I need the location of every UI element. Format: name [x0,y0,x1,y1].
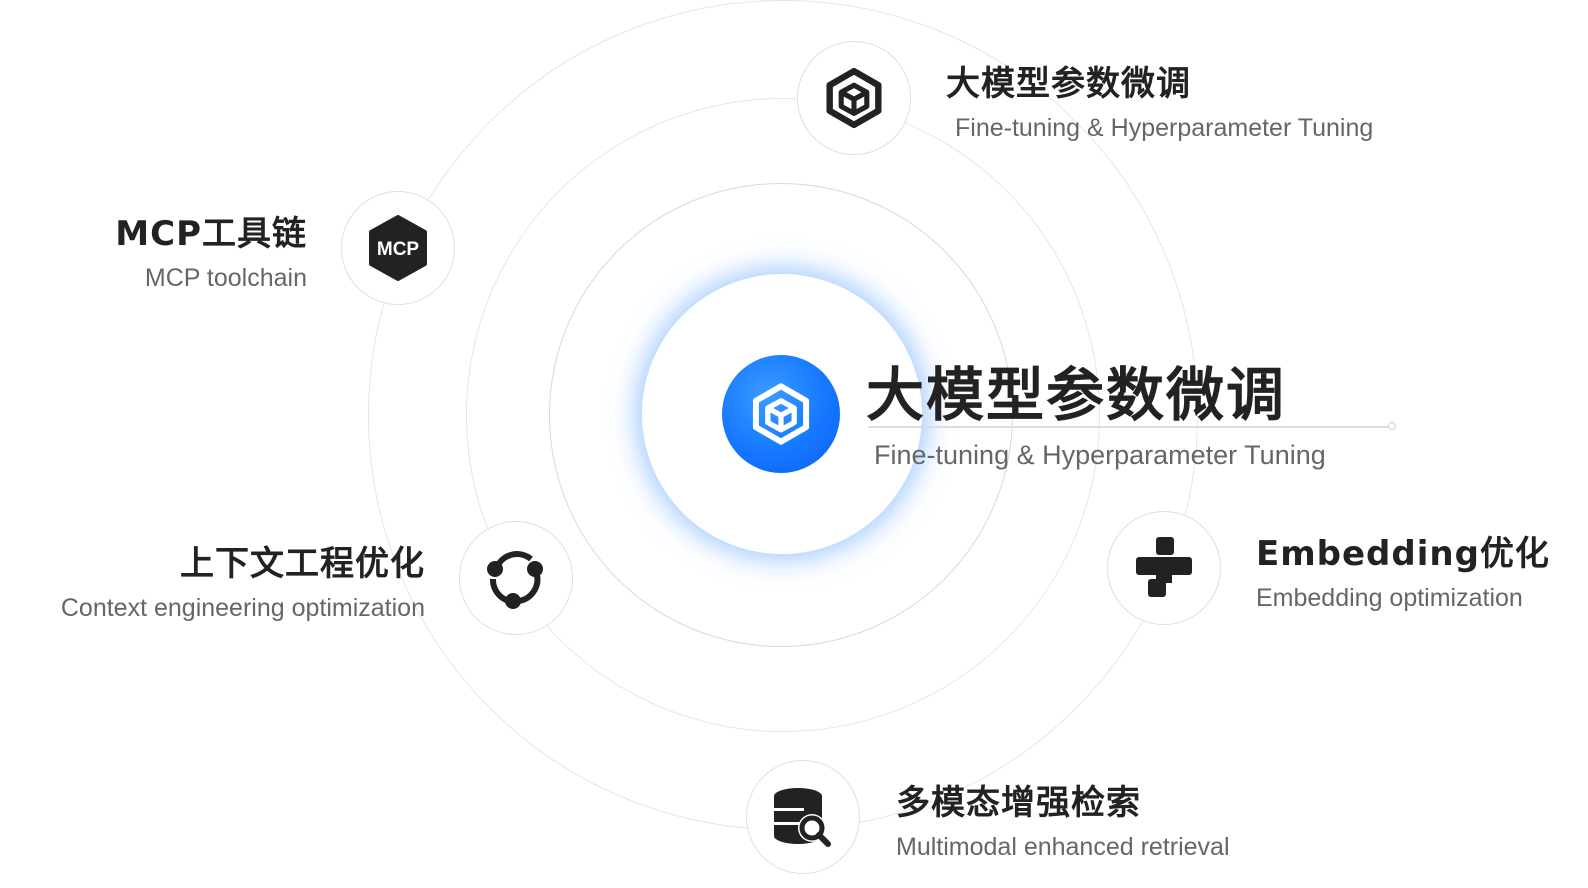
cube-icon [752,383,810,445]
database-search-icon [774,788,831,847]
center-badge [722,355,840,473]
node-embedding[interactable] [1107,511,1221,625]
blocks-icon [1136,537,1192,597]
mcp-icon: MCP [369,215,427,281]
orbit-ring-middle [466,98,1100,732]
node-fine-tuning[interactable] [797,41,911,155]
node-retrieval[interactable] [746,760,860,874]
node-mcp[interactable]: MCP [341,191,455,305]
orbit-ring-inner [549,183,1013,647]
node-context-subtitle: Context engineering optimization [60,594,425,622]
center-divider-dot [1388,422,1396,430]
node-embedding-title: Embedding优化 [1256,534,1550,574]
node-fine-tuning-title: 大模型参数微调 [946,64,1191,104]
center-subtitle: Fine-tuning & Hyperparameter Tuning [874,440,1326,470]
node-retrieval-title: 多模态增强检索 [896,783,1141,823]
node-mcp-subtitle: MCP toolchain [144,264,307,292]
node-fine-tuning-subtitle: Fine-tuning & Hyperparameter Tuning [955,114,1374,142]
share-nodes-icon [487,551,543,609]
mcp-icon-text: MCP [377,239,420,260]
node-retrieval-subtitle: Multimodal enhanced retrieval [896,833,1230,861]
node-mcp-title: MCP工具链 [115,214,307,254]
center-title: 大模型参数微调 [866,361,1287,429]
node-context-title: 上下文工程优化 [180,544,425,584]
node-embedding-subtitle: Embedding optimization [1256,584,1523,612]
center-divider [868,426,1390,428]
node-context[interactable] [459,521,573,635]
cube-icon [826,67,882,129]
